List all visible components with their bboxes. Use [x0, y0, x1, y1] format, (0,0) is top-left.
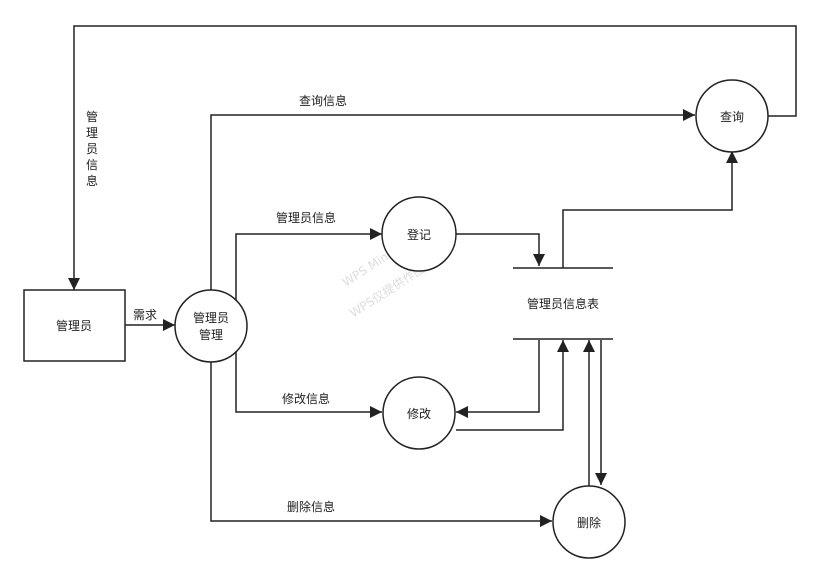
vertical-char: 息: [86, 173, 98, 188]
process-delete-label: 删除: [577, 515, 601, 530]
flow-store-to-query-arrow: [562, 151, 738, 268]
flow-demand-label: 需求: [133, 308, 157, 322]
flow-delete-info-label: 删除信息: [287, 499, 335, 514]
flow-modify-to-store-arrow: [456, 340, 569, 431]
process-modify-circle[interactable]: [382, 376, 456, 450]
flow-query-info-label: 查询信息: [299, 93, 347, 108]
flow-admin-info-label: 管理员信息: [276, 210, 336, 225]
vertical-char: 理: [86, 126, 98, 140]
vertical-char: 员: [86, 142, 98, 156]
flow-register-to-store-arrow: [456, 233, 545, 266]
flow-admin-info-arrow: [235, 228, 382, 300]
entity-admin-box[interactable]: [23, 289, 126, 362]
vertical-char: 管: [86, 109, 98, 124]
process-query-label: 查询: [720, 110, 744, 124]
vertical-char: 信: [86, 158, 98, 172]
flow-query-to-admin-arrow: [68, 25, 797, 290]
flow-store-to-modify-arrow: [456, 340, 540, 418]
entity-admin-label: 管理员: [56, 318, 92, 333]
flow-admin-info-vertical-label: 管 理 员 信 息: [86, 109, 98, 188]
process-delete-circle[interactable]: [552, 485, 626, 559]
process-manage-label-line1: 管理员: [193, 310, 229, 325]
flow-query-info-arrow: [210, 109, 695, 296]
datastore-label: 管理员信息表: [527, 296, 599, 311]
flow-delete-info-arrow: [210, 362, 552, 527]
flow-modify-info-label: 修改信息: [282, 391, 330, 406]
process-register-label: 登记: [407, 227, 431, 242]
process-manage-label-line2: 管理: [199, 327, 223, 342]
process-register-circle[interactable]: [381, 196, 457, 272]
process-modify-label: 修改: [407, 406, 431, 421]
process-query-circle[interactable]: [695, 79, 769, 153]
process-manage-circle[interactable]: [174, 289, 248, 363]
flow-modify-info-arrow: [235, 352, 382, 418]
